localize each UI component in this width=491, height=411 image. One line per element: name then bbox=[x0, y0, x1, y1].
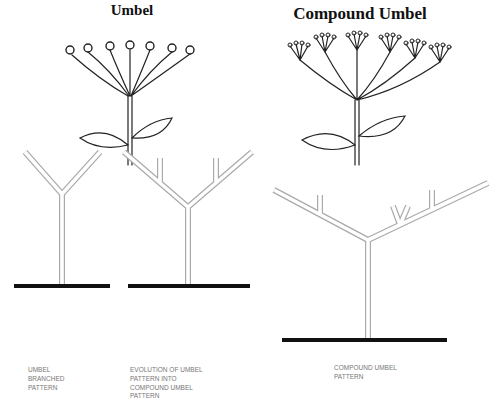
umbel-title: Umbel bbox=[111, 2, 154, 19]
pattern-caption: UMBEL BRANCHED PATTERN bbox=[28, 366, 72, 392]
compound-umbel-title: Compound Umbel bbox=[293, 4, 427, 24]
pattern-caption: EVOLUTION OF UMBEL PATTERN INTO COMPOUND… bbox=[130, 366, 210, 401]
pattern-caption: COMPOUND UMBEL PATTERN bbox=[334, 364, 404, 382]
